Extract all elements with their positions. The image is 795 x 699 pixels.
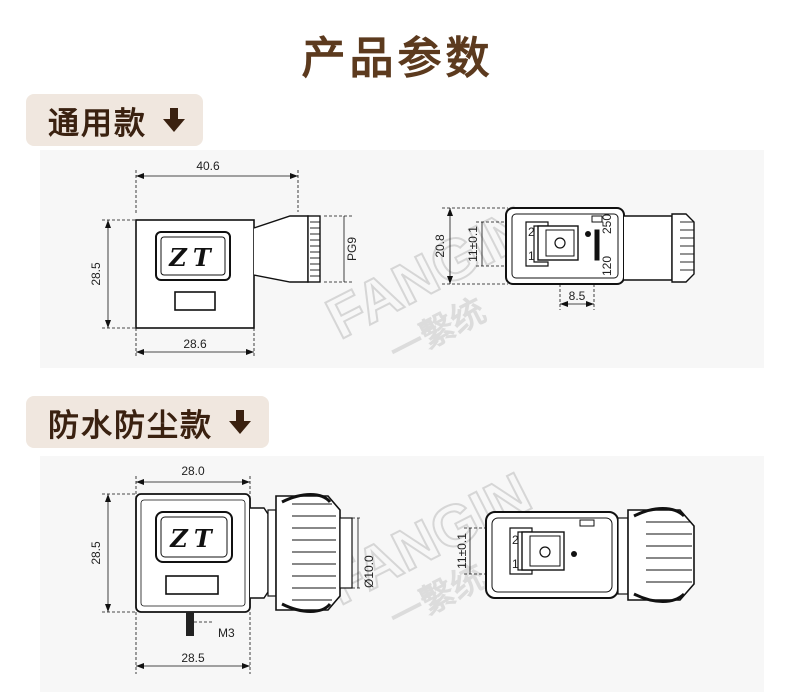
- dim-base: 28.6: [183, 337, 207, 351]
- dim-width: 40.6: [196, 159, 220, 173]
- front-view-waterproof: [102, 476, 362, 674]
- dim-diameter: Ø10.0: [362, 555, 376, 588]
- dim-height: 28.5: [89, 262, 103, 286]
- side-view-waterproof: [464, 507, 695, 603]
- pin-label: 1: [528, 249, 535, 263]
- logo-text: ZT: [169, 524, 217, 553]
- arrow-down-icon: [163, 108, 185, 132]
- side-view-general: [442, 207, 695, 310]
- section-tab-waterproof: 防水防尘款: [26, 396, 269, 448]
- pin-label: 1: [512, 557, 519, 571]
- pin-label: 250: [600, 214, 614, 234]
- section-tab-general: 通用款: [26, 94, 203, 146]
- dim-height: 28.5: [89, 541, 103, 565]
- pin-label: 2: [512, 533, 519, 547]
- dim-inner: 11±0.1: [455, 533, 469, 569]
- front-view-general: [102, 170, 352, 358]
- pin-label: 2: [528, 225, 535, 239]
- dim-base: 28.5: [181, 651, 205, 665]
- logo-text: ZT: [168, 243, 216, 272]
- dim-offset: 8.5: [569, 289, 586, 303]
- drawing-panel-general: FANGIN 一繫统: [40, 150, 764, 373]
- section-label: 防水防尘款: [48, 407, 213, 444]
- dim-side-height: 20.8: [433, 234, 447, 258]
- drawing-panel-waterproof: FANGIN 一繫统: [40, 456, 764, 692]
- page-title: 产品参数: [301, 33, 494, 84]
- pin-label: 120: [600, 256, 614, 276]
- dim-inner: 11±0.1: [466, 226, 480, 262]
- section-label: 通用款: [48, 105, 147, 142]
- dim-thread: PG9: [345, 237, 359, 261]
- dim-width: 28.0: [181, 464, 205, 478]
- arrow-down-icon: [229, 410, 251, 434]
- dim-screw: M3: [218, 626, 235, 640]
